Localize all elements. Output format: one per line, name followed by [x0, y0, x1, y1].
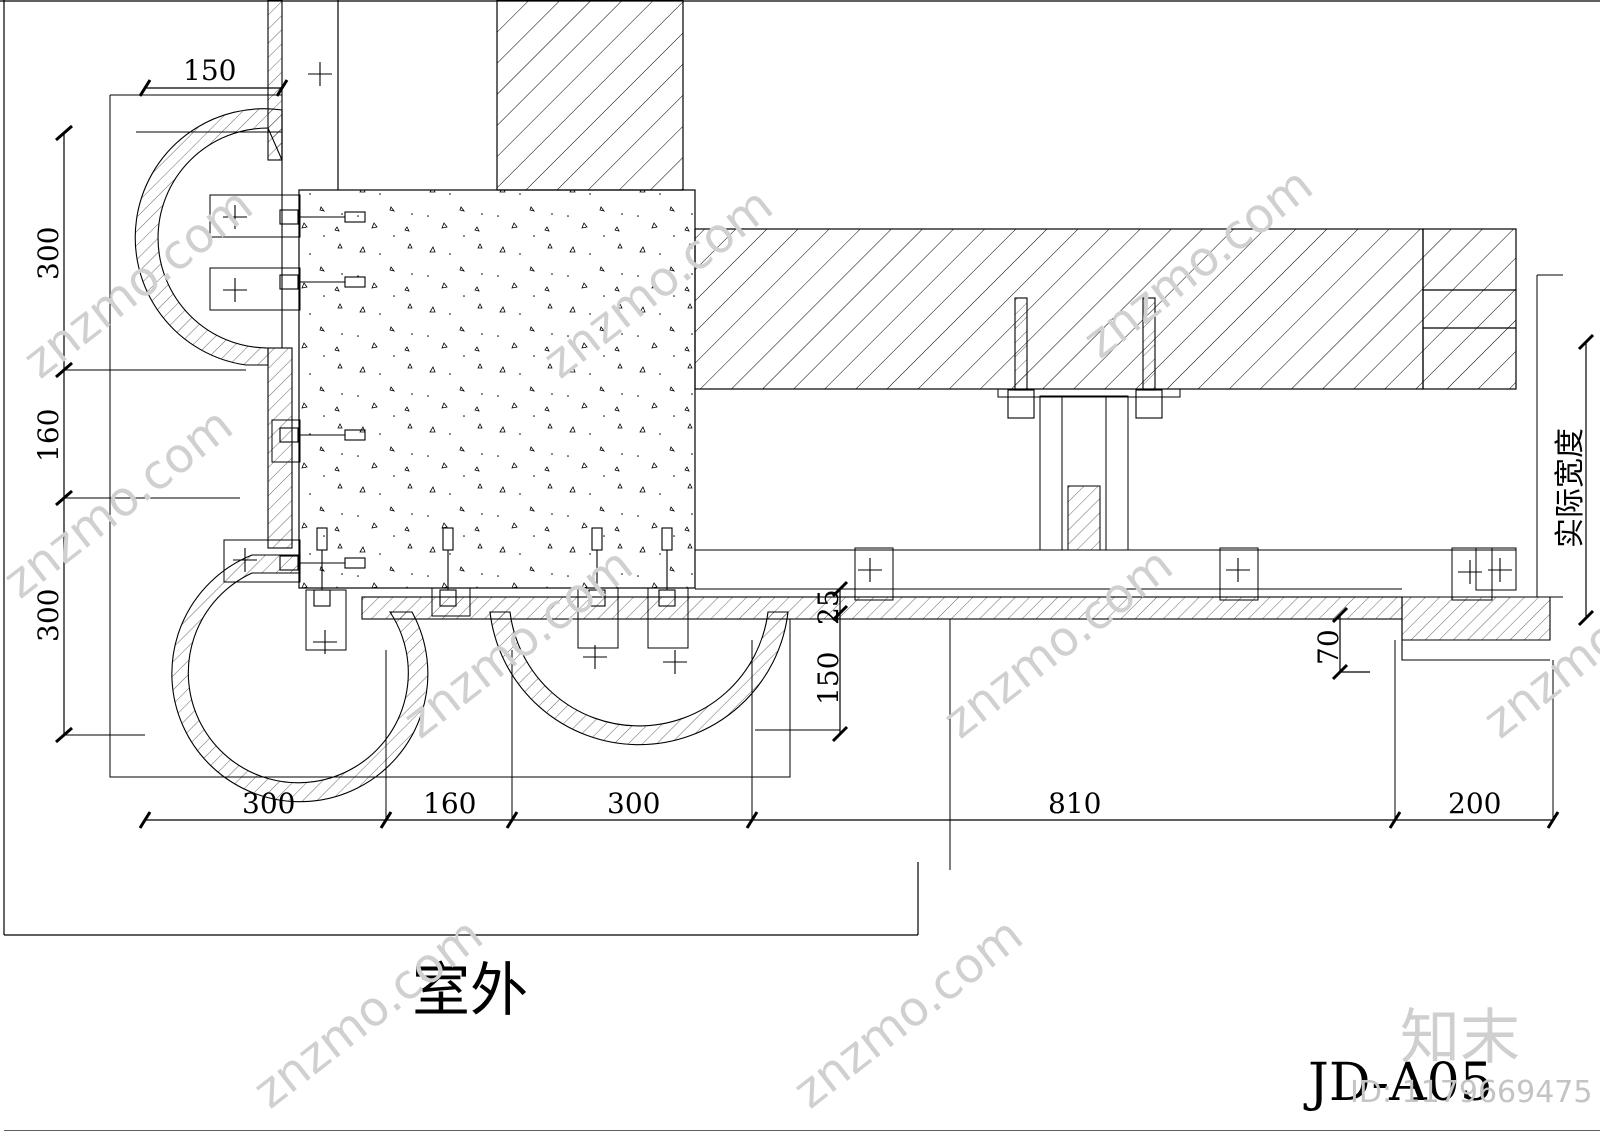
- dim-bottom-200: 200: [1448, 787, 1501, 820]
- pins: [223, 62, 1512, 674]
- dim-bottom-160: 160: [423, 787, 476, 820]
- dim-left-300-bottom: 300: [32, 589, 65, 642]
- dim-bottom-300-a: 300: [242, 787, 295, 820]
- bolt-horizontal-2: [279, 274, 366, 290]
- outline-lines: [66, 94, 1563, 870]
- watermark-text: znzmo.com: [933, 537, 1183, 750]
- threaded-rod-2: [1135, 297, 1163, 419]
- dim-center-25: 25: [812, 589, 845, 625]
- label-actual-width: 实际宽度: [1553, 428, 1588, 548]
- bolt-horizontal-1: [279, 209, 366, 225]
- concrete-column: [298, 189, 696, 589]
- bolt-vertical-2: [439, 527, 457, 607]
- drawing-code: JD-A05: [1303, 1053, 1493, 1113]
- dim-bottom-300-b: 300: [607, 787, 660, 820]
- beam-slab-hatch: [694, 228, 1424, 390]
- dim-left-160: 160: [32, 409, 65, 462]
- dim-bottom-810: 810: [1048, 787, 1101, 820]
- watermark-brand: 知末: [1400, 1003, 1520, 1073]
- stone-cladding: [134, 0, 1551, 803]
- dim-right-70: 70: [1312, 629, 1345, 665]
- bolt-horizontal-3: [279, 427, 366, 443]
- watermark-text: znzmo.com: [783, 907, 1033, 1120]
- upper-wall-hatch: [496, 0, 684, 191]
- bolt-vertical-3: [588, 527, 606, 607]
- label-outdoor: 室外: [412, 956, 528, 1024]
- dim-top-150: 150: [183, 54, 236, 87]
- threaded-rod-1: [1007, 297, 1035, 419]
- dim-left-300-top: 300: [32, 227, 65, 280]
- anchor-bolts: [223, 62, 1512, 674]
- dimension-lines: [55, 79, 1595, 829]
- right-column-hatch: [1422, 228, 1517, 390]
- bolt-vertical-4: [658, 527, 676, 607]
- watermark-id: ID: 1179669475: [1350, 1075, 1592, 1110]
- dim-center-150: 150: [812, 652, 845, 705]
- bolt-vertical-1: [313, 527, 331, 607]
